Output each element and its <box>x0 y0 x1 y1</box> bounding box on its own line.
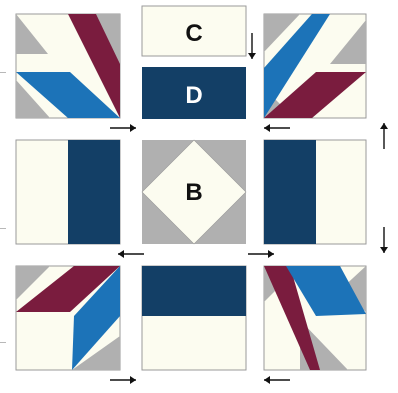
bottom-center-unit <box>142 266 246 370</box>
label-c: C <box>185 20 202 47</box>
label-d: D <box>185 82 202 109</box>
arrow-left <box>264 376 290 384</box>
arrow-down <box>380 227 388 253</box>
arrow-right <box>110 376 136 384</box>
side-unit-right <box>264 140 366 244</box>
corner-unit-bottom-left <box>16 266 120 370</box>
arrow-right <box>110 124 136 132</box>
edge-mark <box>0 342 6 343</box>
navy-strip <box>264 140 316 244</box>
navy-strip <box>142 266 246 316</box>
corner-unit-bottom-right <box>264 266 366 370</box>
edge-mark <box>0 228 6 229</box>
edge-mark <box>0 72 6 73</box>
corner-unit-top-right <box>264 14 366 118</box>
arrow-left <box>264 124 290 132</box>
navy-strip <box>68 140 120 244</box>
corner-unit-top-left <box>16 14 120 118</box>
block-c: C <box>142 6 246 56</box>
label-b: B <box>185 179 202 206</box>
arrow-up <box>380 123 388 149</box>
arrow-down <box>248 33 256 59</box>
block-d: D <box>142 67 246 119</box>
block-b: B <box>142 140 246 244</box>
arrow-right <box>248 250 274 258</box>
arrow-left <box>118 250 144 258</box>
side-unit-left <box>16 140 120 244</box>
